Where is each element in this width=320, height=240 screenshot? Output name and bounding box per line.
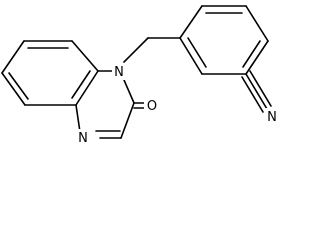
molecule-structure-diagram: N O N N	[1, 5, 279, 146]
bond	[75, 70, 99, 106]
bond	[123, 37, 149, 63]
bond	[1, 40, 25, 74]
nitrile-nitrogen-label: N	[267, 110, 277, 125]
bond-double-inner	[8, 72, 29, 100]
bond	[71, 40, 99, 72]
bond	[120, 102, 135, 139]
ring-nitrogen-top-label: N	[114, 65, 124, 80]
bond	[245, 40, 269, 75]
bond-nitrile	[245, 73, 268, 110]
bond	[179, 5, 203, 39]
ring-nitrogen-bottom-label: N	[78, 131, 88, 146]
bond	[75, 104, 81, 133]
bond-double-inner	[71, 70, 91, 99]
bond	[179, 37, 203, 75]
bond-double-inner	[242, 40, 261, 68]
bond-lines	[1, 5, 272, 139]
atom-labels: N O N N	[76, 63, 279, 146]
bond	[123, 79, 135, 104]
carbonyl-oxygen-label: O	[147, 99, 157, 114]
bond-double-inner	[187, 37, 207, 68]
bond	[245, 5, 269, 42]
bond-nitrile	[241, 76, 264, 113]
bond	[1, 72, 26, 106]
bond-nitrile	[249, 70, 272, 107]
